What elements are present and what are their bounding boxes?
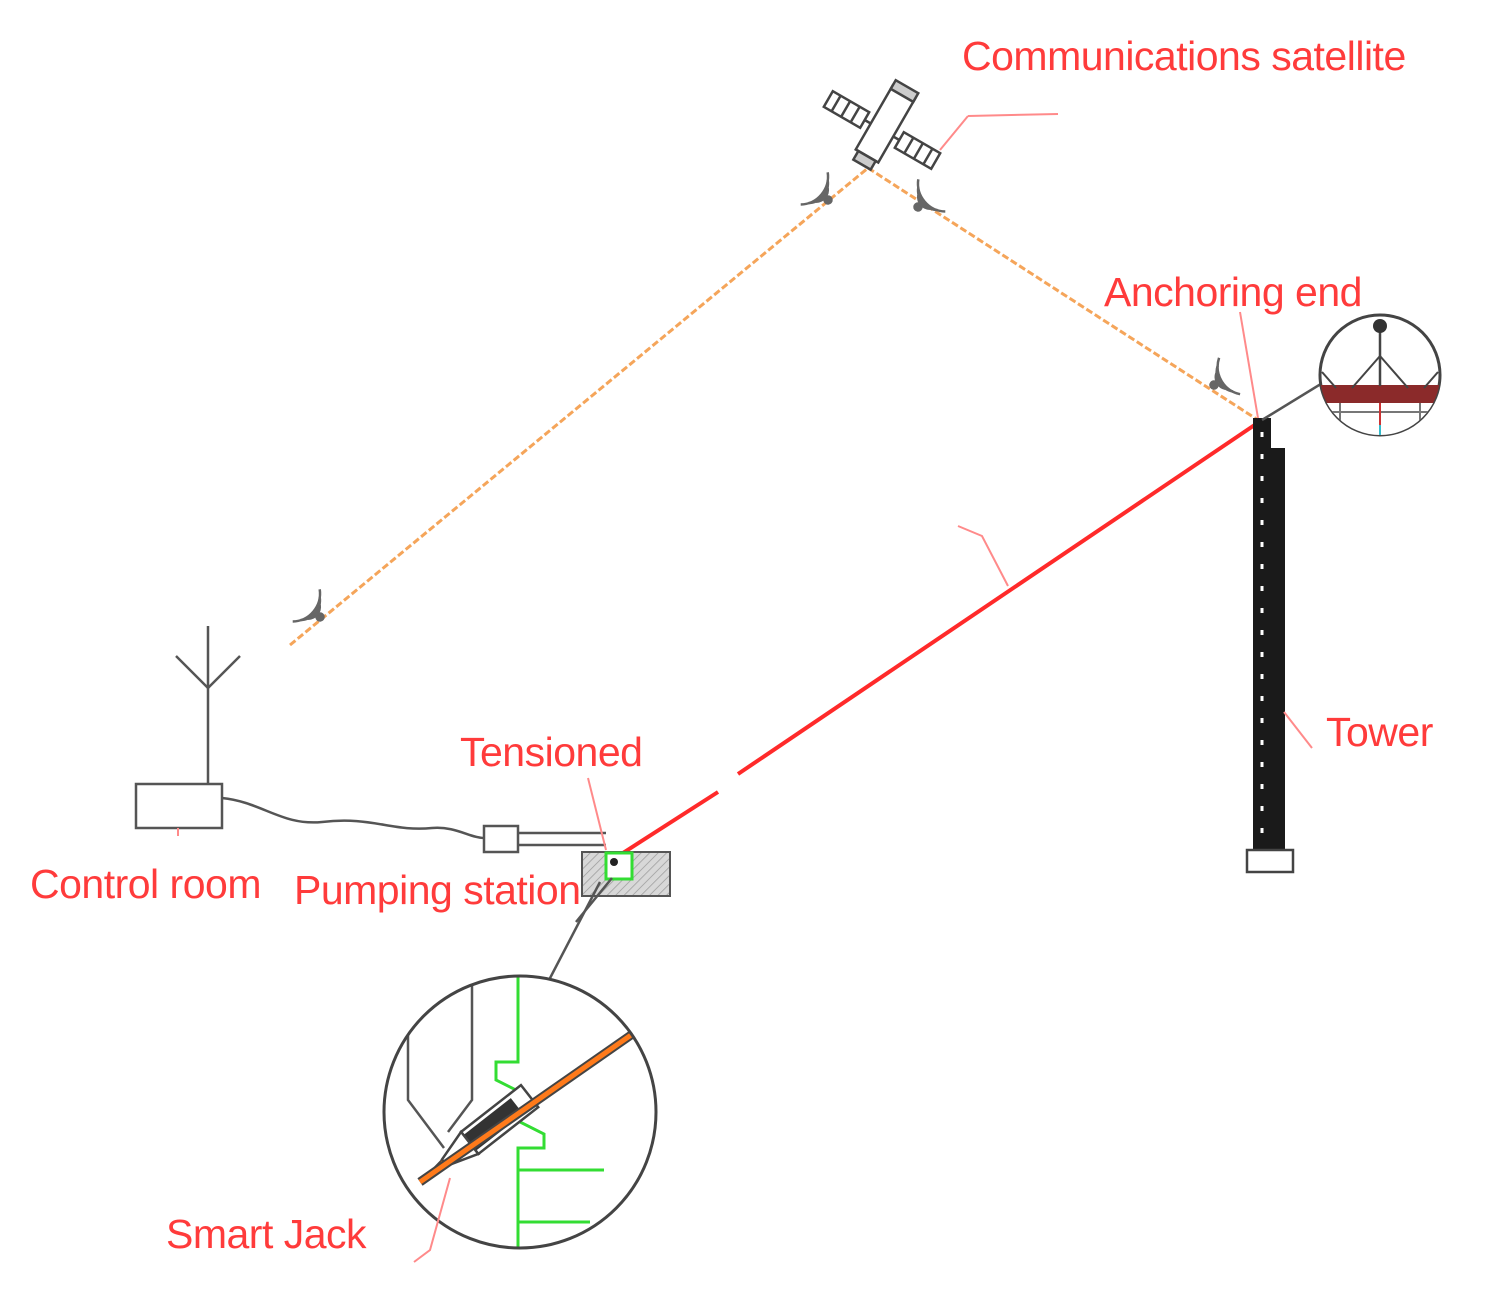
- signal-wave-icon: [292, 589, 325, 623]
- signal-wave-icon: [913, 179, 946, 213]
- antenna-icon: [175, 626, 241, 784]
- label-communications-satellite: Communications satellite: [962, 33, 1406, 79]
- control-cable: [221, 796, 485, 840]
- anchoring-leader-line: [1239, 311, 1259, 419]
- pumping-station-icon: [581, 851, 671, 897]
- label-smart-jack: Smart Jack: [166, 1211, 367, 1257]
- label-tower: Tower: [1326, 709, 1433, 755]
- signal-wave-icon: [800, 172, 833, 206]
- downlink-line: [867, 166, 1259, 422]
- satellite-icon: [822, 78, 942, 172]
- satellite-leader-line: [967, 113, 1059, 117]
- signal-links: [289, 166, 1259, 647]
- tower-icon: [1245, 418, 1295, 874]
- control-room-box: [134, 782, 224, 830]
- label-anchoring-end: Anchoring end: [1104, 269, 1362, 315]
- tower-leader-line: [1283, 711, 1313, 749]
- cable-leader-line: [957, 525, 1009, 587]
- tendon-cable: [610, 418, 1264, 862]
- signal-wave-icon: [1209, 357, 1241, 396]
- smart-jack-detail: [382, 877, 658, 1250]
- uplink-line: [289, 166, 869, 647]
- smart-jack-leader-line: [413, 1177, 451, 1263]
- label-pumping-station: Pumping station: [294, 867, 581, 913]
- label-tensioned: Tensioned: [460, 729, 643, 775]
- pump-unit: [482, 824, 520, 854]
- anchoring-end-detail: [1239, 311, 1442, 437]
- satellite-leader-line: [939, 115, 969, 151]
- tensioned-leader-line: [587, 777, 607, 851]
- label-control-room: Control room: [30, 861, 261, 907]
